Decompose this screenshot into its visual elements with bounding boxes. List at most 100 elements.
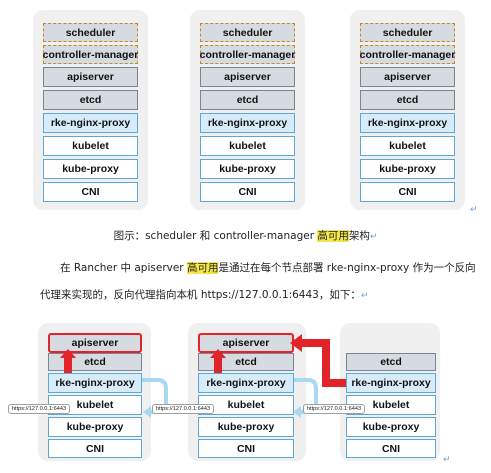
etcd-box: etcd [200, 90, 295, 110]
red-up-arrow-2-head [210, 349, 226, 358]
rke-nginx-proxy-box: rke-nginx-proxy [198, 373, 294, 393]
kubelet-box: kubelet [198, 395, 294, 415]
caption-suffix: 架构 [348, 230, 370, 242]
proxy-target-tooltip-3: https://127.0.0.1:6443 [303, 404, 365, 414]
paragraph-line-2-text: 代理来实现的，反向代理指向本机 https://127.0.0.1:6443，如… [40, 289, 361, 301]
apiserver-label: apiserver [224, 71, 271, 83]
cni-label: CNI [381, 442, 401, 455]
apiserver-box: apiserver [198, 333, 294, 353]
etcd-label: etcd [79, 94, 102, 106]
red-up-arrow-2-shaft [214, 357, 222, 373]
cni-label: CNI [236, 442, 256, 455]
kube-proxy-box: kube-proxy [43, 159, 138, 179]
cni-box: CNI [198, 439, 294, 458]
loop-arrow-1-head [143, 406, 151, 418]
paragraph-suffix: 是通过在每个节点部署 rke-nginx-proxy 作为一个反向 [218, 262, 476, 274]
rke-nginx-proxy-box: rke-nginx-proxy [200, 113, 295, 133]
paragraph-line-2: 代理来实现的，反向代理指向本机 https://127.0.0.1:6443，如… [40, 287, 368, 302]
etcd-label: etcd [235, 356, 257, 368]
etcd-label: etcd [380, 356, 402, 368]
kubelet-label: kubelet [229, 140, 266, 152]
rke-nginx-proxy-label: rke-nginx-proxy [50, 117, 131, 129]
kube-proxy-label: kube-proxy [62, 163, 119, 175]
rke-nginx-proxy-box: rke-nginx-proxy [43, 113, 138, 133]
apiserver-label: apiserver [384, 71, 431, 83]
loop-arrow-2-head [293, 406, 301, 418]
red-elbow-arrow-head [290, 334, 302, 352]
etcd-label: etcd [396, 94, 419, 106]
kube-proxy-box: kube-proxy [48, 417, 142, 437]
paragraph-mark: ↵ [369, 232, 378, 242]
kube-proxy-label: kube-proxy [362, 421, 420, 433]
red-up-arrow-1-head [60, 349, 76, 358]
cni-box: CNI [48, 439, 142, 458]
kubelet-box: kubelet [360, 136, 455, 156]
rke-nginx-proxy-label: rke-nginx-proxy [206, 377, 286, 389]
apiserver-label: apiserver [222, 337, 270, 349]
scheduler-label: scheduler [65, 26, 116, 39]
rke-nginx-proxy-label: rke-nginx-proxy [351, 377, 431, 389]
proxy-target-tooltip-2: https://127.0.0.1:6443 [152, 404, 214, 414]
scheduler-label: scheduler [382, 26, 433, 39]
paragraph-line-1: 在 Rancher 中 apiserver 高可用是通过在每个节点部署 rke-… [60, 260, 476, 275]
cni-box: CNI [346, 439, 436, 458]
rke-nginx-proxy-box: rke-nginx-proxy [48, 373, 142, 393]
cni-box: CNI [200, 182, 295, 202]
kubelet-box: kubelet [200, 136, 295, 156]
tooltip-text: https://127.0.0.1:6443 [155, 406, 211, 412]
kubelet-label: kubelet [76, 399, 114, 411]
kubelet-label: kubelet [372, 399, 410, 411]
kubelet-label: kubelet [72, 140, 109, 152]
etcd-box: etcd [43, 90, 138, 110]
kubelet-box: kubelet [48, 395, 142, 415]
etcd-box: etcd [360, 90, 455, 110]
controller-manager-label: controller-manager [359, 48, 456, 61]
rke-nginx-proxy-box: rke-nginx-proxy [360, 113, 455, 133]
paragraph-mark: ↵ [470, 205, 478, 215]
apiserver-label: apiserver [67, 71, 114, 83]
kube-proxy-label: kube-proxy [219, 163, 276, 175]
etcd-box: etcd [346, 353, 436, 371]
scheduler-label: scheduler [222, 26, 273, 39]
etcd-label: etcd [236, 94, 259, 106]
cni-label: CNI [398, 186, 417, 198]
apiserver-box: apiserver [200, 67, 295, 87]
paragraph-mark: ↵ [360, 291, 369, 301]
apiserver-label: apiserver [71, 337, 119, 349]
kube-proxy-label: kube-proxy [379, 163, 436, 175]
kubelet-label: kubelet [389, 140, 426, 152]
cni-label: CNI [85, 442, 105, 455]
kube-proxy-box: kube-proxy [200, 159, 295, 179]
controller-manager-box: controller-manager [43, 45, 138, 64]
caption-highlight: 高可用 [317, 230, 349, 242]
red-up-arrow-1-shaft [64, 357, 72, 373]
scheduler-box: scheduler [43, 23, 138, 42]
kube-proxy-label: kube-proxy [66, 421, 124, 433]
controller-manager-label: controller-manager [199, 48, 296, 61]
kube-proxy-label: kube-proxy [217, 421, 275, 433]
kubelet-label: kubelet [227, 399, 265, 411]
rke-nginx-proxy-box: rke-nginx-proxy [346, 373, 436, 393]
proxy-target-tooltip-1: https://127.0.0.1:6443 [8, 404, 70, 414]
rke-nginx-proxy-label: rke-nginx-proxy [207, 117, 288, 129]
cni-box: CNI [43, 182, 138, 202]
paragraph-prefix: 在 Rancher 中 apiserver [60, 262, 187, 274]
figure-caption: 图示：scheduler 和 controller-manager 高可用架构↵ [0, 228, 491, 243]
apiserver-box: apiserver [360, 67, 455, 87]
tooltip-text: https://127.0.0.1:6443 [11, 406, 67, 412]
controller-manager-label: controller-manager [42, 48, 139, 61]
rke-nginx-proxy-label: rke-nginx-proxy [55, 377, 135, 389]
scheduler-box: scheduler [360, 23, 455, 42]
cni-label: CNI [81, 186, 100, 198]
cni-box: CNI [360, 182, 455, 202]
controller-manager-box: controller-manager [200, 45, 295, 64]
kube-proxy-box: kube-proxy [198, 417, 294, 437]
tooltip-text: https://127.0.0.1:6443 [306, 406, 362, 412]
red-elbow-arrow [300, 339, 346, 387]
kubelet-box: kubelet [43, 136, 138, 156]
kube-proxy-box: kube-proxy [360, 159, 455, 179]
paragraph-mark: ↵ [443, 455, 451, 465]
paragraph-highlight: 高可用 [186, 262, 219, 274]
kubelet-box: kubelet [346, 395, 436, 415]
